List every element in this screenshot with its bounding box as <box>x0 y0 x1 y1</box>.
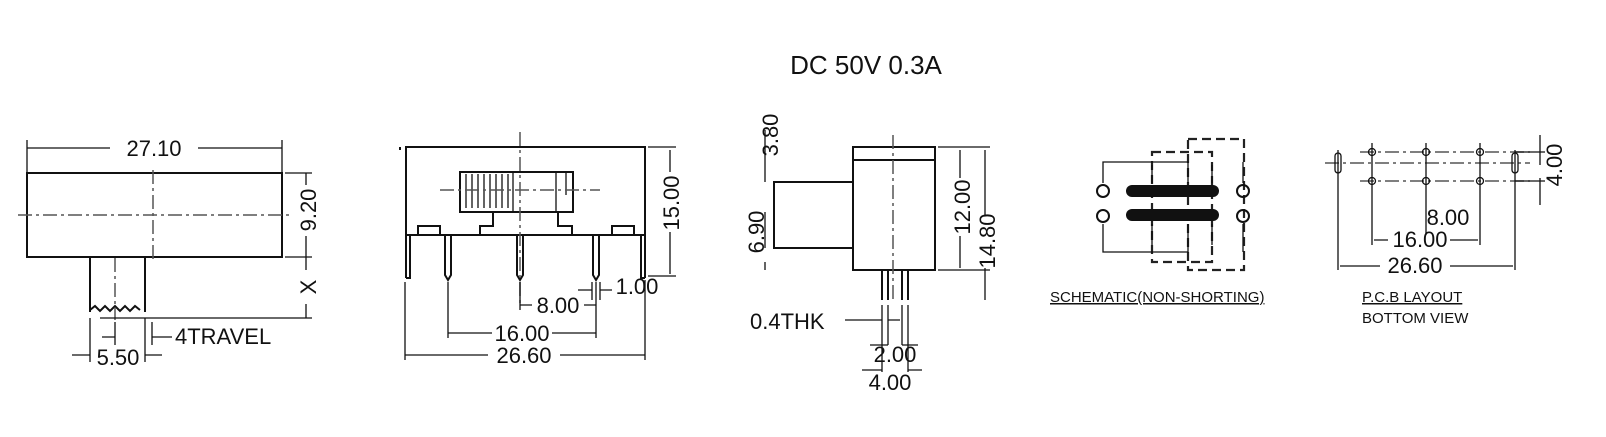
dim-actuator-offset: 6.90 <box>744 211 769 254</box>
contact-bar-top <box>1126 185 1219 197</box>
pcb-layout: 4.00 8.00 16.00 26.60 P.C.B LAYOUT BOTTO… <box>1325 135 1567 327</box>
front-view: 15.00 1.00 8.00 16.00 26.60 <box>399 132 684 368</box>
dim-width: 26.60 <box>1387 253 1442 278</box>
terminal-icon <box>1236 184 1250 198</box>
dim-row-spacing: 4.00 <box>1542 144 1567 187</box>
terminal-icon <box>1236 209 1250 223</box>
dim-pitch-16: 16.00 <box>494 321 549 346</box>
dim-pitch-8: 8.00 <box>537 293 580 318</box>
contact-bar-bottom <box>1126 209 1219 221</box>
dim-height: 15.00 <box>659 175 684 230</box>
side-view: 27.10 9.20 X 4TRAVEL 5.50 <box>18 136 321 370</box>
schematic-label: SCHEMATIC(NON-SHORTING) <box>1050 289 1264 306</box>
schematic: SCHEMATIC(NON-SHORTING) <box>1050 137 1264 306</box>
pcb-label-line1: P.C.B LAYOUT <box>1362 289 1462 306</box>
pcb-label-line2: BOTTOM VIEW <box>1362 310 1469 327</box>
dim-width: 27.10 <box>126 136 181 161</box>
terminal-icon <box>1096 184 1110 198</box>
dim-actuator-width: 5.50 <box>97 345 140 370</box>
dim-width: 26.60 <box>496 343 551 368</box>
dim-pin-gap: 2.00 <box>874 342 917 367</box>
dim-body-height: 12.00 <box>950 179 975 234</box>
dim-pitch-8: 8.00 <box>1427 205 1470 230</box>
dim-pin-width: 1.00 <box>616 274 659 299</box>
dim-pin-span: 4.00 <box>869 370 912 395</box>
terminal-icon <box>1096 209 1110 223</box>
dim-pitch-16: 16.00 <box>1392 227 1447 252</box>
dim-thickness: 0.4THK <box>750 309 825 334</box>
dim-travel: 4TRAVEL <box>175 324 271 349</box>
end-view: 3.80 6.90 12.00 14.80 0.4THK 2.00 4.00 <box>744 114 1000 395</box>
rating-title: DC 50V 0.3A <box>790 50 942 80</box>
dim-actuator-height: 3.80 <box>758 114 783 157</box>
dim-height: 9.20 <box>296 189 321 232</box>
dim-total-height: 14.80 <box>975 213 1000 268</box>
dim-x: X <box>296 279 321 294</box>
